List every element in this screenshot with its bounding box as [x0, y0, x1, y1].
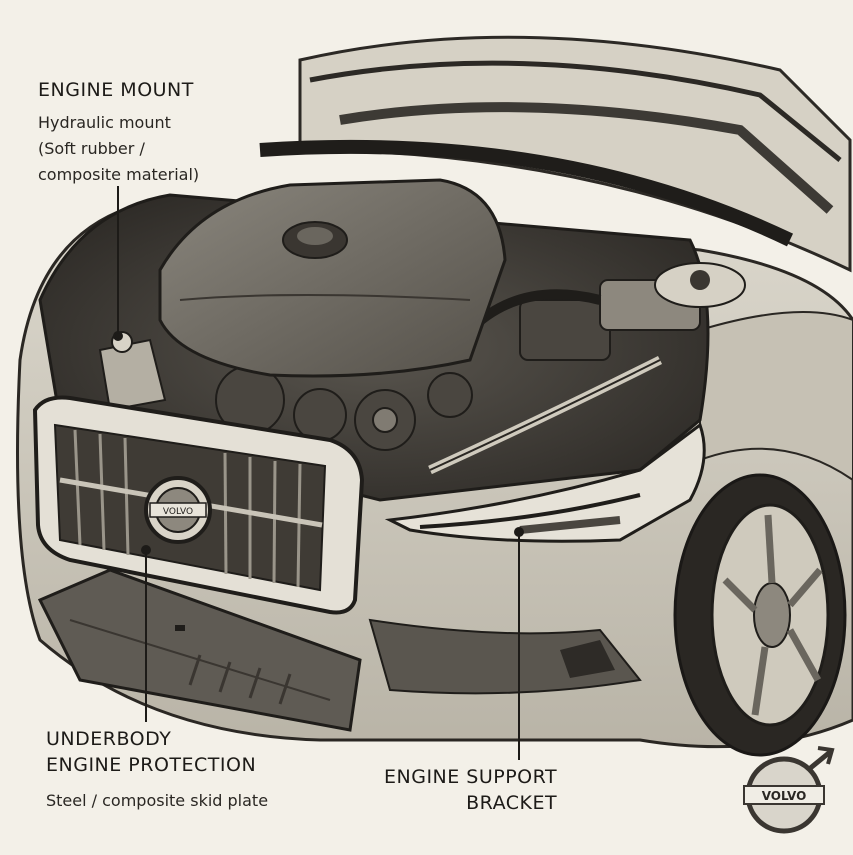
support-bracket-title: ENGINE SUPPORT BRACKET — [384, 764, 557, 816]
engine-cover — [158, 178, 507, 378]
skid-plate — [37, 568, 362, 732]
engine-mount-desc-line: composite material) — [38, 165, 200, 184]
engine-mount-description: Hydraulic mount (Soft rubber / composite… — [38, 110, 199, 188]
corner-logo-text: VOLVO — [762, 789, 807, 803]
support-bracket-title-line: BRACKET — [466, 792, 558, 814]
underbody-description: Steel / composite skid plate — [46, 791, 269, 810]
engine-mount-desc-line: Hydraulic mount — [38, 113, 171, 132]
grille-badge: VOLVO — [144, 476, 212, 544]
front-grille — [32, 395, 365, 615]
underbody-title: UNDERBODY ENGINE PROTECTION — [46, 726, 256, 778]
lower-bumper — [368, 618, 642, 695]
engine-mount-title: ENGINE MOUNT — [38, 79, 194, 101]
leader-lines — [113, 186, 524, 760]
front-wheel — [673, 473, 847, 757]
underbody-title-line: ENGINE PROTECTION — [46, 754, 257, 776]
strut-tower — [654, 262, 746, 308]
underbody-title-line: UNDERBODY — [46, 728, 172, 750]
volvo-corner-logo: VOLVO — [743, 746, 835, 834]
engine-mount-part — [98, 331, 167, 412]
grille-badge-text: VOLVO — [163, 507, 193, 517]
engine-components — [215, 279, 701, 475]
engine-mount-desc-line: (Soft rubber / — [38, 139, 145, 158]
headlight — [384, 422, 706, 543]
open-hood — [259, 35, 852, 273]
support-bracket-title-line: ENGINE SUPPORT — [384, 766, 558, 788]
